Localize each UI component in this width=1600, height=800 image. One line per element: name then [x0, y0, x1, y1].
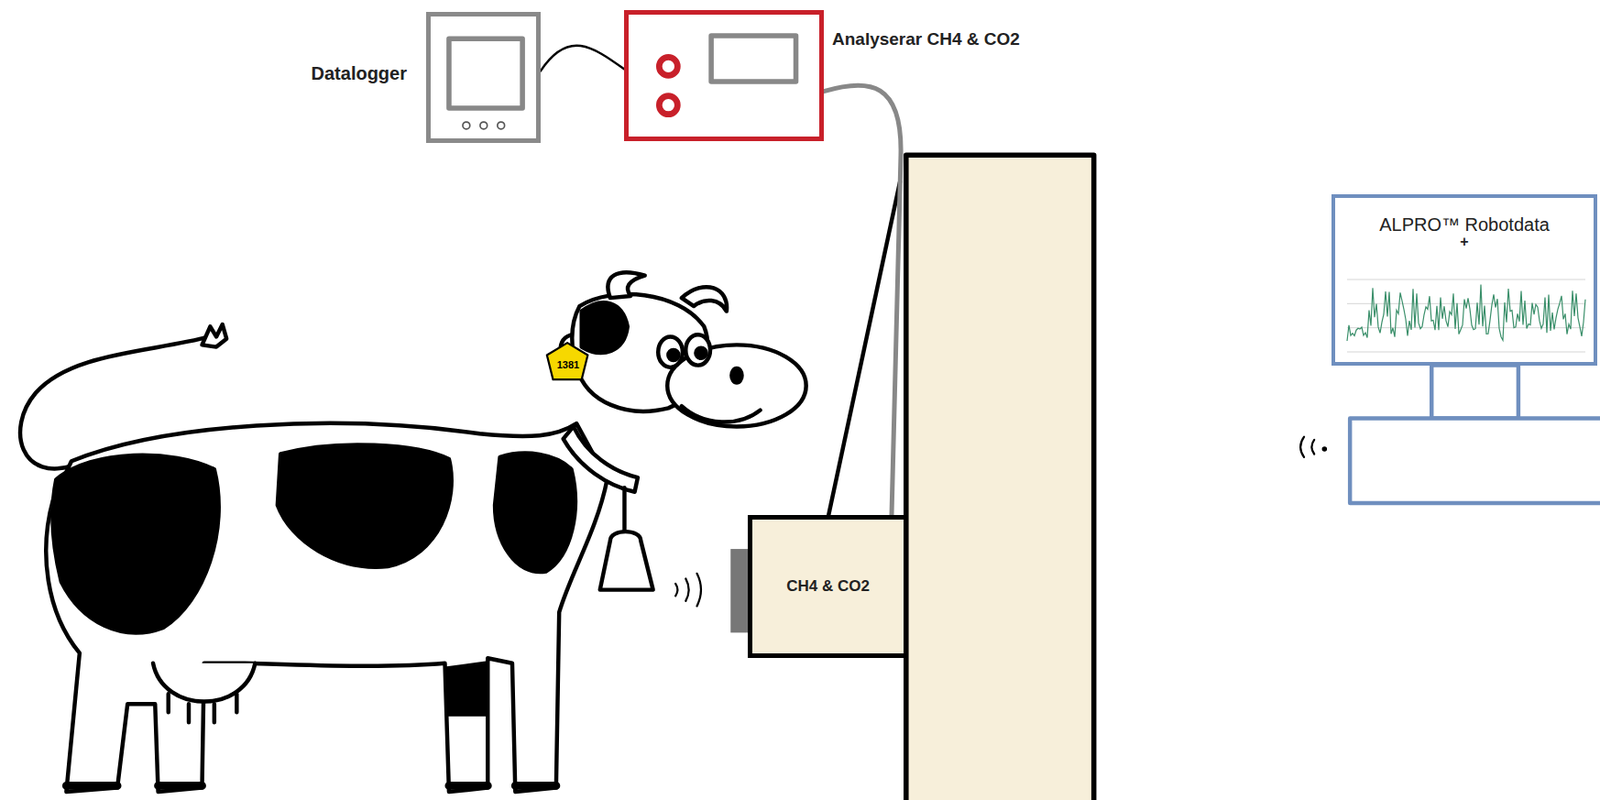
analyser-display [711, 35, 796, 82]
computer-base [1349, 418, 1600, 504]
wireless-symbol [1300, 437, 1327, 458]
gas-tube [823, 85, 901, 516]
analyser-knob [658, 56, 678, 76]
signal-cable [540, 45, 625, 72]
analyser-box: Analyserar CH4 & CO2 [624, 10, 824, 142]
screen-plus: + [1459, 234, 1469, 250]
monitor-screen: ALPRO™ Robotdata+ [1331, 194, 1598, 366]
gas-hood: CH4 & CO2 [747, 515, 909, 658]
device-label: Datalogger [311, 63, 407, 85]
hood-flap [730, 548, 748, 633]
robot-data-chart [1347, 279, 1586, 352]
datalogger-screen [449, 38, 523, 109]
ear-tag [547, 342, 589, 380]
cow-illustration [20, 272, 807, 792]
support-line [828, 181, 900, 516]
hood-label: CH4 & CO2 [786, 577, 870, 596]
device-label: Analyserar CH4 & CO2 [832, 29, 1020, 50]
feeder-post [906, 154, 1095, 800]
datalogger-box: Datalogger [426, 11, 541, 143]
signal-waves [675, 573, 702, 607]
monitor-neck [1431, 365, 1519, 419]
screen-title: ALPRO™ Robotdata [1379, 214, 1550, 236]
ear-tag-number: 1381 [557, 359, 580, 371]
analyser-knob [658, 96, 678, 115]
